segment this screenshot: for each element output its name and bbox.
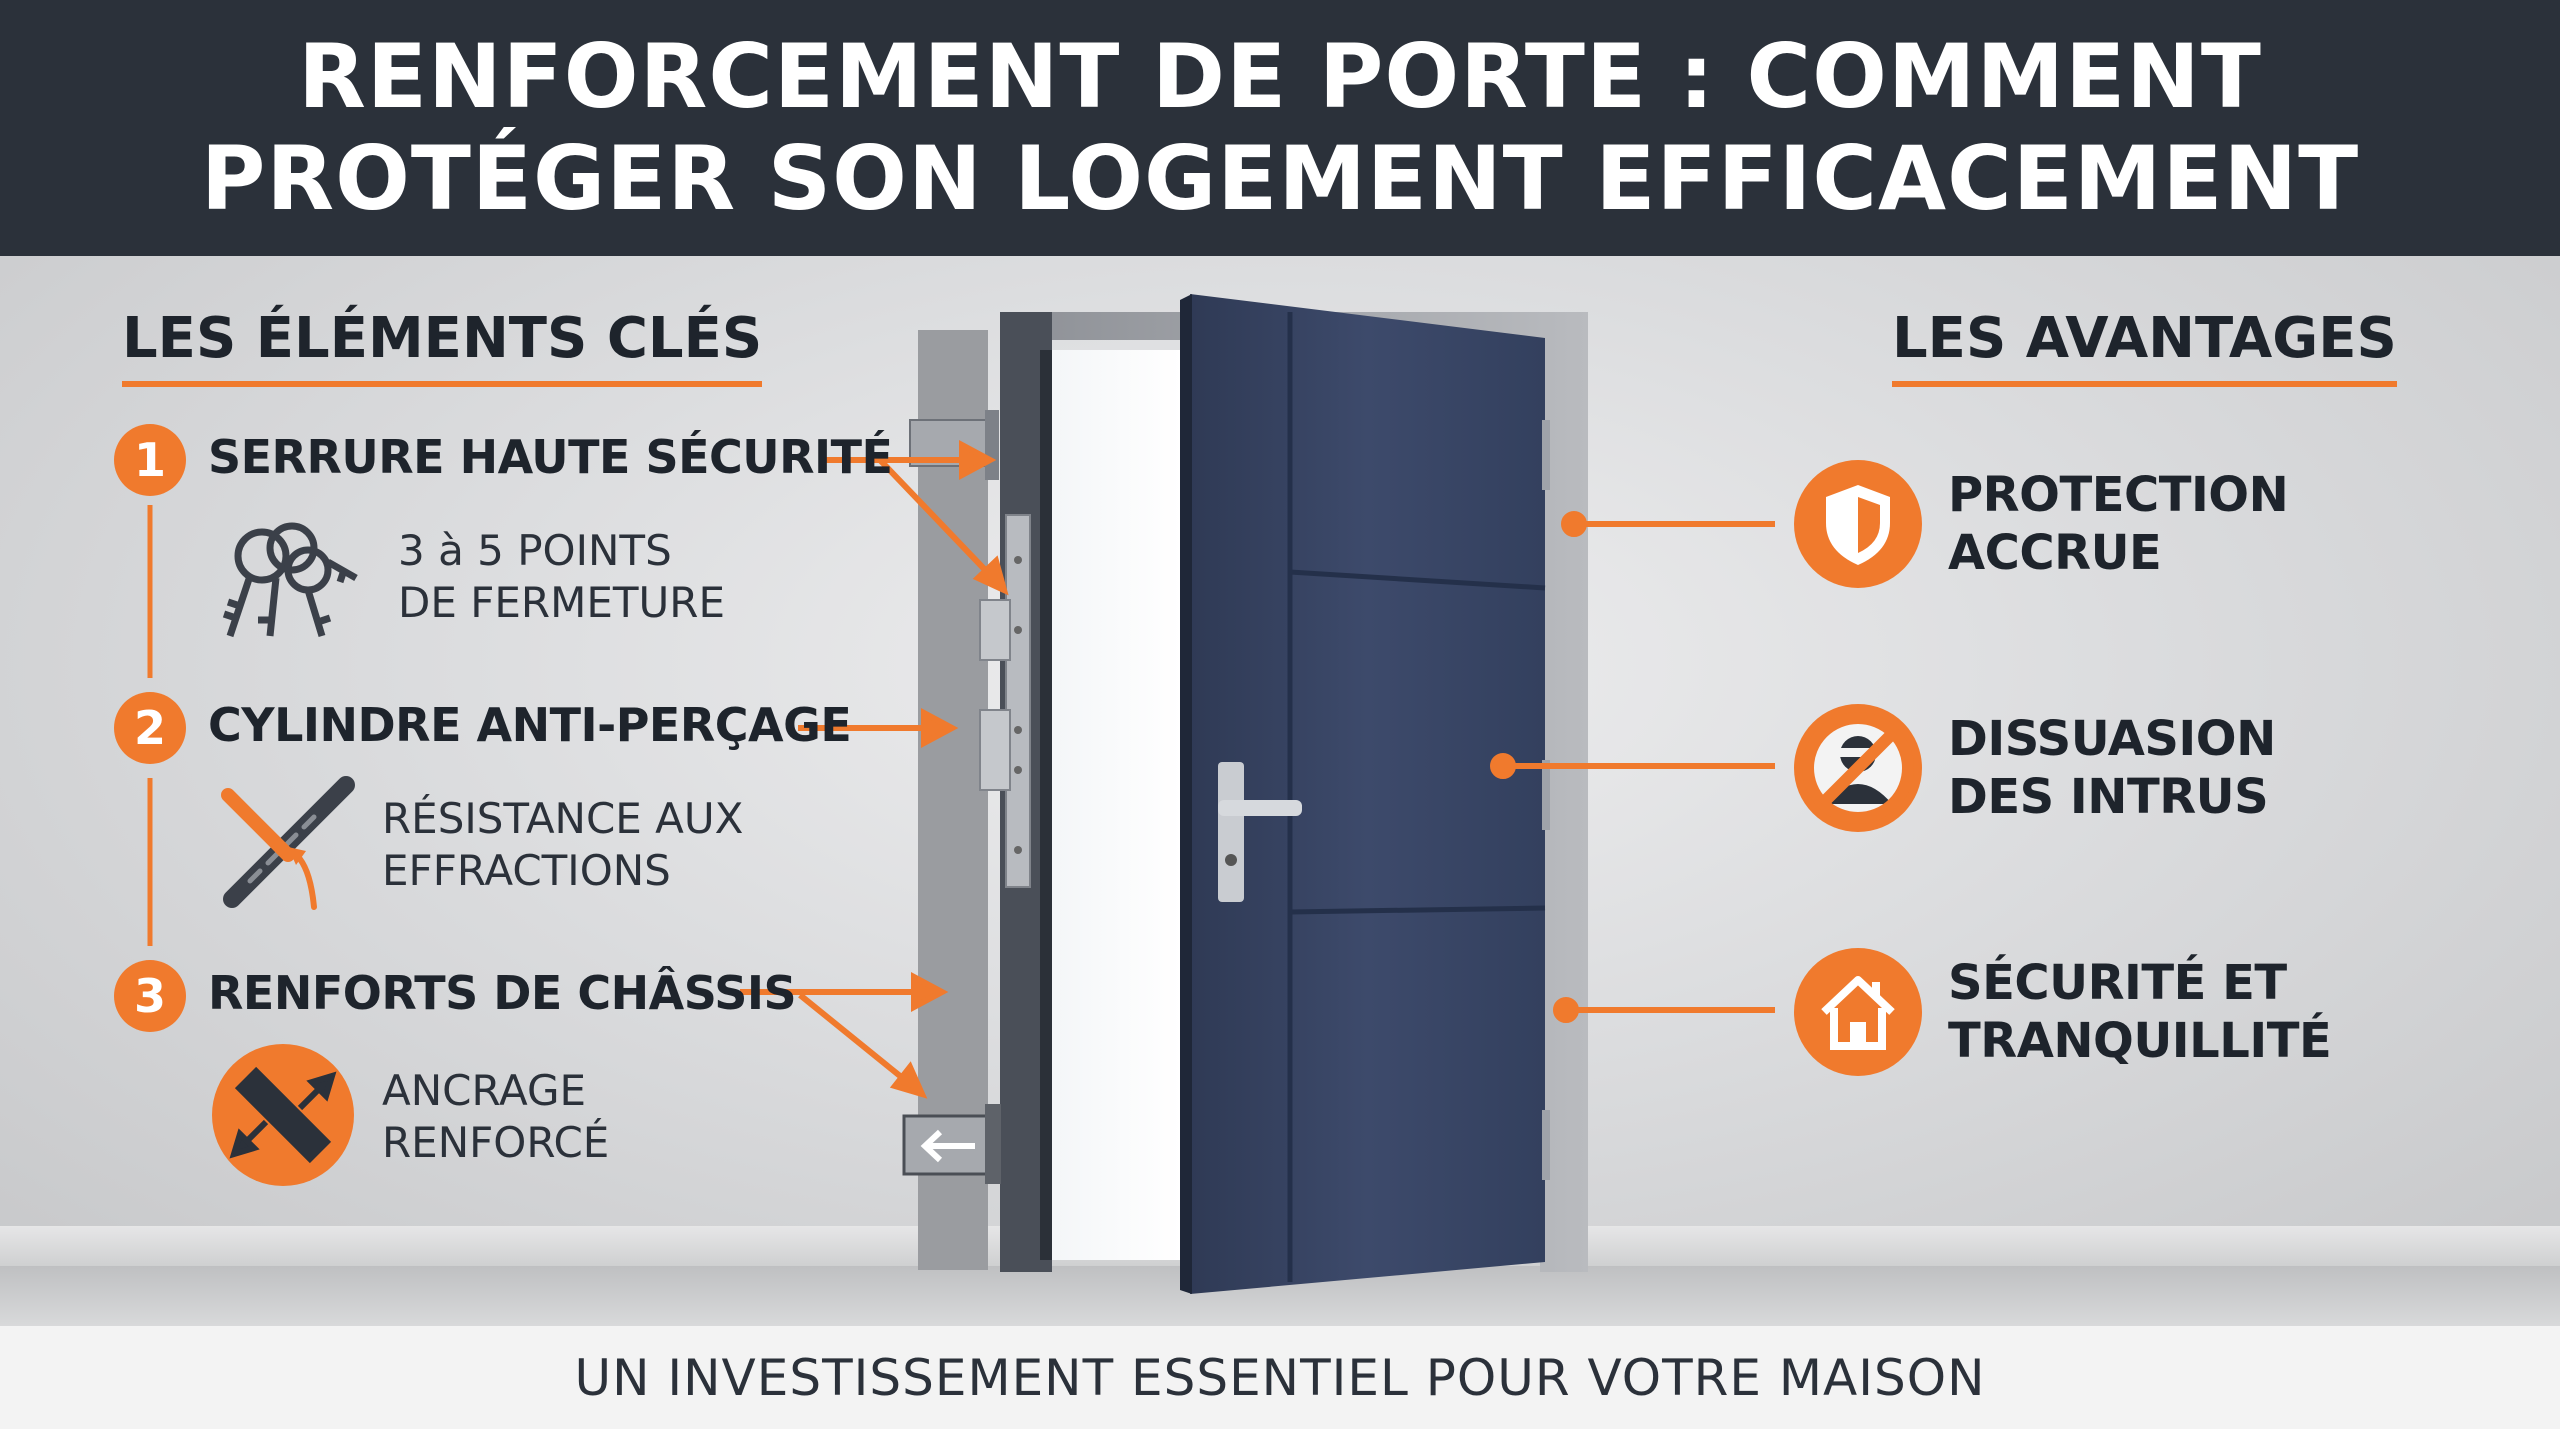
advantage-icon-protection: [1794, 460, 1922, 588]
advantage-deterrence-line-2: DES INTRUS: [1948, 769, 2269, 825]
step-number-3: 3: [114, 960, 186, 1032]
item-desc-frame-line-1: ANCRAGE: [382, 1066, 587, 1115]
item-desc-cylinder-line-1: RÉSISTANCE AUX: [382, 794, 744, 843]
no-burglar-icon: [1802, 712, 1914, 824]
item-desc-frame-line-2: RENFORCÉ: [382, 1118, 610, 1167]
item-title-frame-reinforcements: RENFORTS DE CHÂSSIS: [208, 966, 797, 1020]
advantage-deterrence: DISSUASION DES INTRUS: [1948, 710, 2276, 826]
page-title-line-1: RENFORCEMENT DE PORTE : COMMENT: [298, 25, 2262, 128]
item-title-anti-drill-cylinder: CYLINDRE ANTI-PERÇAGE: [208, 698, 852, 752]
drill-bit-icon: [221, 776, 355, 910]
advantage-security: SÉCURITÉ ET TRANQUILLITÉ: [1948, 954, 2332, 1070]
advantage-security-line-2: TRANQUILLITÉ: [1948, 1013, 2332, 1069]
advantage-protection: PROTECTION ACCRUE: [1948, 466, 2289, 582]
item-desc-cylinder-line-2: EFFRACTIONS: [382, 846, 671, 895]
shield-icon: [1826, 485, 1890, 565]
advantages-title: LES AVANTAGES: [1892, 306, 2397, 387]
footer-banner: UN INVESTISSEMENT ESSENTIEL POUR VOTRE M…: [0, 1326, 2560, 1429]
footer-tagline: UN INVESTISSEMENT ESSENTIEL POUR VOTRE M…: [574, 1348, 1986, 1407]
advantage-deterrence-line-1: DISSUASION: [1948, 711, 2276, 767]
item-desc-lock-line-1: 3 à 5 POINTS: [398, 526, 672, 575]
item-desc-frame: ANCRAGE RENFORCÉ: [382, 1065, 609, 1169]
keys-icon: [222, 522, 358, 638]
step-number-2: 2: [114, 692, 186, 764]
step-number-1: 1: [114, 424, 186, 496]
key-elements-title: LES ÉLÉMENTS CLÉS: [122, 306, 763, 387]
item-desc-lock: 3 à 5 POINTS DE FERMETURE: [398, 525, 725, 629]
advantage-icon-security: [1794, 948, 1922, 1076]
page-title-line-2: PROTÉGER SON LOGEMENT EFFICACEMENT: [200, 127, 2360, 230]
advantage-protection-line-2: ACCRUE: [1948, 525, 2162, 581]
item-desc-cylinder: RÉSISTANCE AUX EFFRACTIONS: [382, 793, 743, 897]
item-desc-lock-line-2: DE FERMETURE: [398, 578, 725, 627]
anchor-bar-icon: [212, 1044, 354, 1186]
house-icon: [1821, 976, 1895, 1050]
header-banner: RENFORCEMENT DE PORTE : COMMENT PROTÉGER…: [0, 0, 2560, 256]
advantage-security-line-1: SÉCURITÉ ET: [1948, 955, 2287, 1011]
item-title-high-security-lock: SERRURE HAUTE SÉCURITÉ: [208, 430, 893, 484]
advantage-icon-deterrence: [1794, 704, 1922, 832]
advantage-protection-line-1: PROTECTION: [1948, 467, 2289, 523]
